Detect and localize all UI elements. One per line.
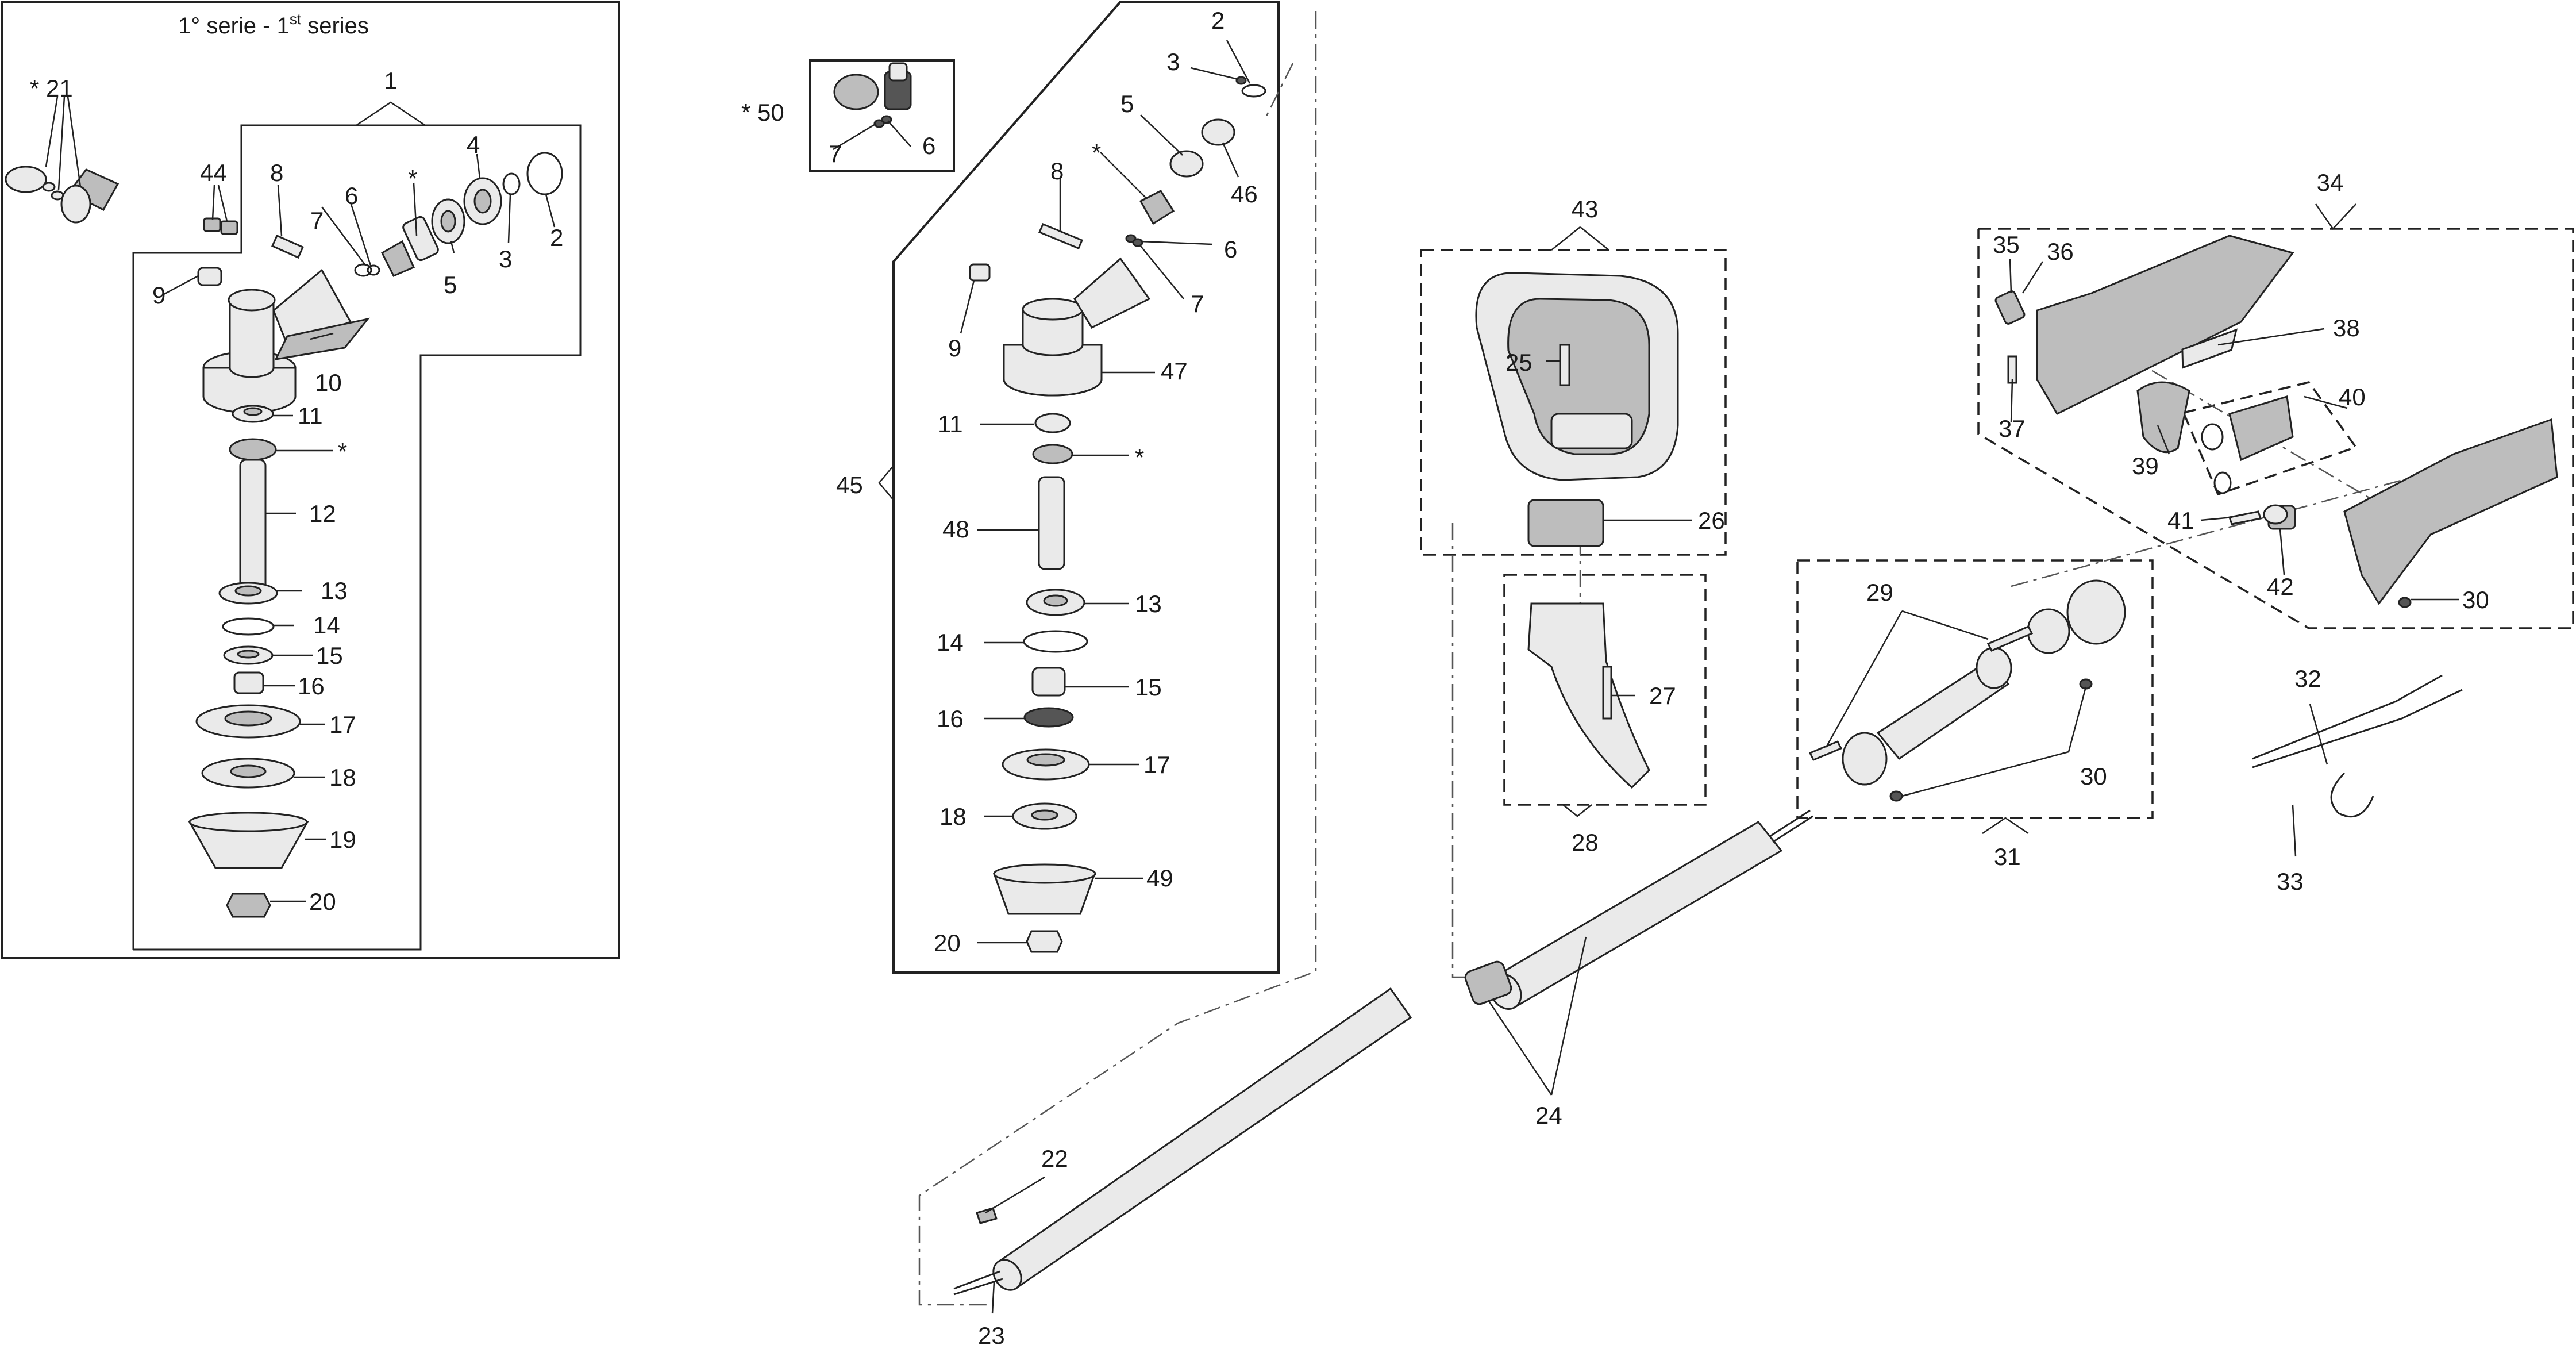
label-13: 13 (1135, 590, 1162, 617)
label-7: 7 (310, 207, 324, 234)
label-2: 2 (1211, 7, 1225, 34)
label-11: 11 (938, 410, 963, 437)
label-15: 15 (316, 642, 343, 669)
label-30: 30 (2080, 763, 2107, 790)
group-31-box (1796, 559, 2154, 819)
first-series-parts (5, 152, 563, 918)
label-42: 42 (2267, 573, 2294, 600)
first-series-frame: 1° serie - 1st series (1, 1, 620, 959)
head-assembly-frame (878, 1, 1280, 974)
label-6: 6 (345, 182, 358, 209)
label-36: 36 (2047, 238, 2074, 265)
label-15: 15 (1135, 674, 1162, 701)
label-star: * (408, 165, 417, 192)
label-22: 22 (1041, 1145, 1068, 1172)
label-44: 44 (200, 159, 227, 186)
label-19: 19 (329, 826, 356, 853)
label-35: 35 (1993, 231, 2020, 258)
kit-50-box (809, 59, 955, 172)
label-41: 41 (2167, 507, 2194, 534)
label-9: 9 (948, 335, 961, 362)
label-12: 12 (309, 500, 336, 527)
label-28: 28 (1572, 829, 1599, 856)
label-11: 11 (298, 402, 323, 429)
label-8: 8 (1050, 157, 1064, 185)
label-16: 16 (937, 705, 964, 732)
group-34-box (1977, 228, 2574, 629)
label-2: 2 (550, 224, 563, 251)
label-17: 17 (329, 711, 356, 738)
label-39: 39 (2132, 452, 2159, 479)
label-14: 14 (937, 629, 964, 656)
rear-handle-parts (1994, 235, 2558, 608)
group-40-box (2182, 381, 2358, 496)
label-45: 45 (836, 471, 863, 498)
label-20: 20 (309, 888, 336, 915)
label-48: 48 (942, 516, 969, 543)
label-8: 8 (270, 159, 283, 186)
label-37: 37 (1999, 415, 2026, 442)
label-25: 25 (1505, 349, 1532, 376)
callout-labels: 1 * 21 44 8 6 7 * 4 5 3 2 9 10 11 * 12 1… (30, 7, 2489, 1349)
clamp-group-parts (1808, 579, 2126, 802)
label-star: * (1135, 444, 1144, 471)
label-10: 10 (315, 369, 342, 396)
label-16: 16 (298, 673, 325, 700)
label-3: 3 (499, 245, 512, 272)
leader-lines (45, 40, 2459, 1314)
label-33: 33 (2277, 868, 2304, 895)
head-assembly-parts (833, 62, 1266, 953)
drive-tube-parts (953, 809, 1813, 1296)
group-28-box (1503, 574, 1707, 806)
label-38: 38 (2333, 314, 2360, 341)
label-1: 1 (384, 67, 397, 94)
label-46: 46 (1231, 180, 1258, 207)
label-40: 40 (2339, 383, 2366, 410)
label-18: 18 (329, 764, 356, 791)
group-43-box (1420, 249, 1727, 556)
label-7: 7 (829, 140, 842, 167)
label-32: 32 (2294, 665, 2321, 692)
label-3: 3 (1166, 48, 1180, 75)
label-34: 34 (2317, 169, 2344, 196)
label-24: 24 (1535, 1102, 1562, 1129)
label-13: 13 (321, 577, 348, 604)
label-50: * 50 (741, 99, 784, 126)
label-18: 18 (939, 803, 967, 830)
label-star: * (338, 438, 347, 465)
label-5: 5 (1120, 90, 1134, 117)
label-17: 17 (1143, 751, 1170, 778)
label-47: 47 (1161, 358, 1188, 385)
label-4: 4 (467, 131, 480, 158)
label-43: 43 (1572, 195, 1599, 222)
label-5: 5 (444, 271, 457, 298)
label-21: * 21 (30, 75, 73, 102)
first-series-title: 1° serie - 1st series (178, 10, 369, 39)
dashed-groups (1420, 228, 2574, 819)
label-49: 49 (1146, 864, 1173, 891)
label-6: 6 (1224, 236, 1237, 263)
label-7: 7 (1191, 290, 1204, 317)
label-29: 29 (1866, 579, 1893, 606)
label-14: 14 (313, 612, 340, 639)
label-26: 26 (1698, 507, 1725, 534)
throttle-cable-parts (2252, 674, 2463, 818)
label-20: 20 (934, 929, 961, 956)
label-30: 30 (2462, 586, 2489, 613)
label-6: 6 (922, 132, 935, 159)
label-9: 9 (152, 282, 165, 309)
label-23: 23 (978, 1322, 1005, 1349)
label-star: * (1092, 139, 1101, 166)
label-27: 27 (1649, 682, 1676, 709)
front-handle-parts (1475, 272, 1679, 789)
label-31: 31 (1994, 843, 2021, 870)
